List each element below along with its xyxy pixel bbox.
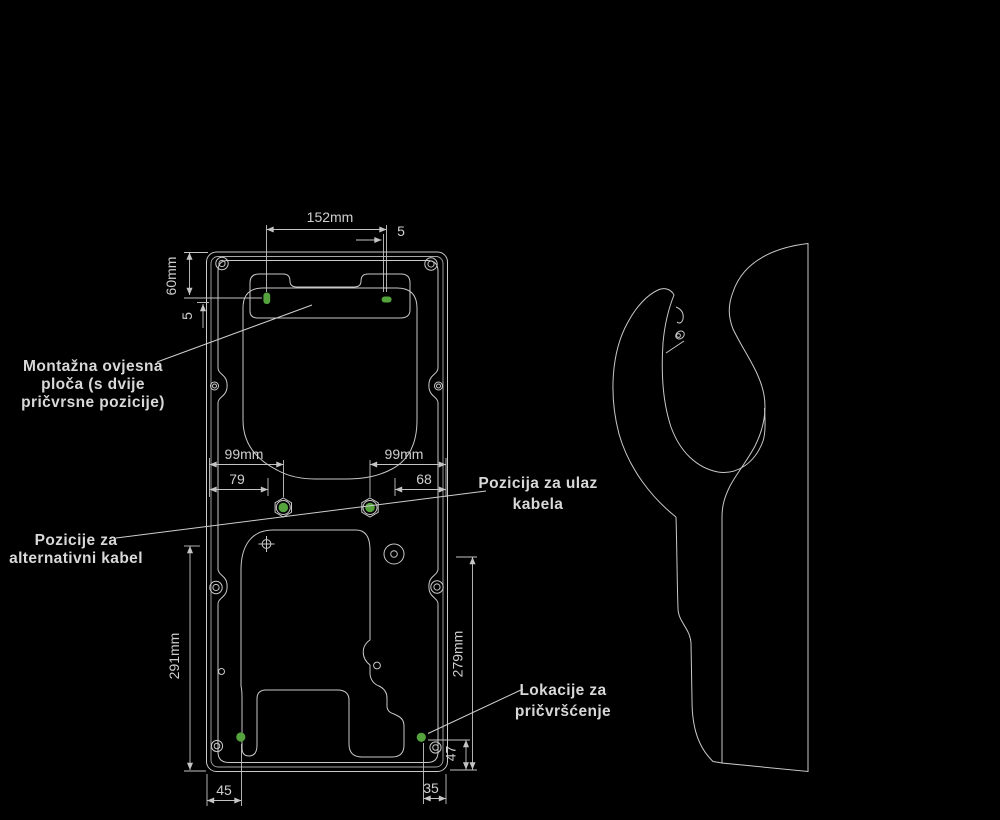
label-alt-cable-line2: alternativni kabel <box>9 550 143 567</box>
hanging-bracket <box>249 273 411 319</box>
hanging-slot-left <box>263 292 271 304</box>
dryer-stem-outline <box>675 516 723 764</box>
label-mounting-plate-line1: Montažna ovjesna <box>23 358 163 375</box>
leader-cable-positions <box>115 490 487 539</box>
dim-291mm: 291mm <box>166 633 182 680</box>
dim-79: 79 <box>229 471 245 487</box>
dim-45: 45 <box>216 782 232 798</box>
label-cable-entry-line2: kabela <box>513 496 564 513</box>
leader-fixing-locations <box>427 688 524 734</box>
edge-screws <box>209 381 444 675</box>
dryer-body-outline <box>721 242 809 773</box>
label-cable-entry-line1: Pozicija za ulaz <box>478 475 597 492</box>
callout-labels: Montažna ovjesna ploča (s dvije pričvrsn… <box>9 304 611 734</box>
dim-152mm: 152mm <box>307 209 354 225</box>
backplate-outer-edge-inner <box>210 256 444 768</box>
label-mounting-plate-line2: ploča (s dvije <box>41 376 145 393</box>
upper-recess <box>242 287 418 480</box>
hanging-slot-right <box>381 296 392 303</box>
dryer-side-profile <box>612 242 809 773</box>
dim-279mm: 279mm <box>450 631 466 678</box>
dim-5-top: 5 <box>397 223 405 239</box>
label-mounting-plate-line3: pričvrsne pozicije) <box>21 394 165 411</box>
dryer-sensor-details <box>665 306 685 354</box>
label-alt-cable-line1: Pozicije za <box>35 532 118 549</box>
dryer-hook-outline <box>612 288 766 518</box>
dim-99mm-left: 99mm <box>225 446 264 462</box>
label-fixing-line2: pričvršćenje <box>515 703 611 720</box>
alternative-cable-nuts <box>274 497 379 518</box>
dimension-lines <box>184 225 477 806</box>
dimension-texts: 152mm 5 60mm 5 99mm 99mm 79 68 291mm 279… <box>163 209 466 798</box>
dim-5-left: 5 <box>179 312 195 320</box>
dim-99mm-right: 99mm <box>385 446 424 462</box>
fixing-point-right <box>416 732 426 742</box>
lower-recess <box>240 529 405 758</box>
cable-entry-points <box>258 536 405 565</box>
backplate-view <box>206 251 448 772</box>
dim-60mm: 60mm <box>163 257 179 296</box>
backplate-inner-outline <box>217 260 439 763</box>
label-fixing-line1: Lokacije za <box>519 682 606 699</box>
dim-47: 47 <box>443 746 459 762</box>
corner-screws <box>210 256 442 754</box>
fixing-point-left <box>236 732 246 742</box>
leader-mounting-plate <box>156 304 313 363</box>
dim-35: 35 <box>423 780 439 796</box>
dim-68: 68 <box>416 471 432 487</box>
backplate-outer-edge <box>206 251 448 772</box>
